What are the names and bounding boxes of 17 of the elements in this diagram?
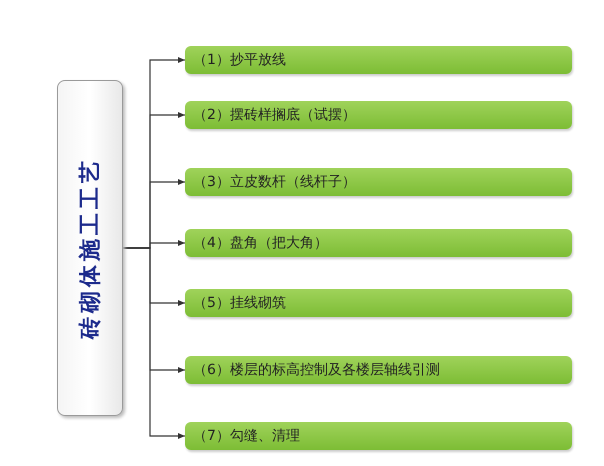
- step-text: （1）抄平放线: [193, 51, 286, 69]
- title-box: [57, 80, 123, 416]
- arrow: [123, 247, 185, 439]
- step-box: [185, 422, 572, 450]
- step-box: [185, 46, 572, 74]
- step-text: （5）挂线砌筑: [193, 294, 286, 312]
- step-text: （4）盘角（把大角）: [193, 234, 328, 252]
- step-box: [185, 289, 572, 317]
- step-box: [185, 101, 572, 129]
- step-text: （2）摆砖样搁底（试摆）: [193, 106, 356, 124]
- step-box: [185, 168, 572, 196]
- step-text: （3）立皮数杆（线杆子）: [193, 173, 356, 191]
- title-text: 砖砌体施工工艺: [77, 157, 104, 339]
- step-text: （6）楼层的标高控制及各楼层轴线引测: [193, 361, 440, 379]
- step-box: [185, 229, 572, 257]
- step-text: （7）勾缝、清理: [193, 427, 300, 445]
- step-box: [185, 356, 572, 384]
